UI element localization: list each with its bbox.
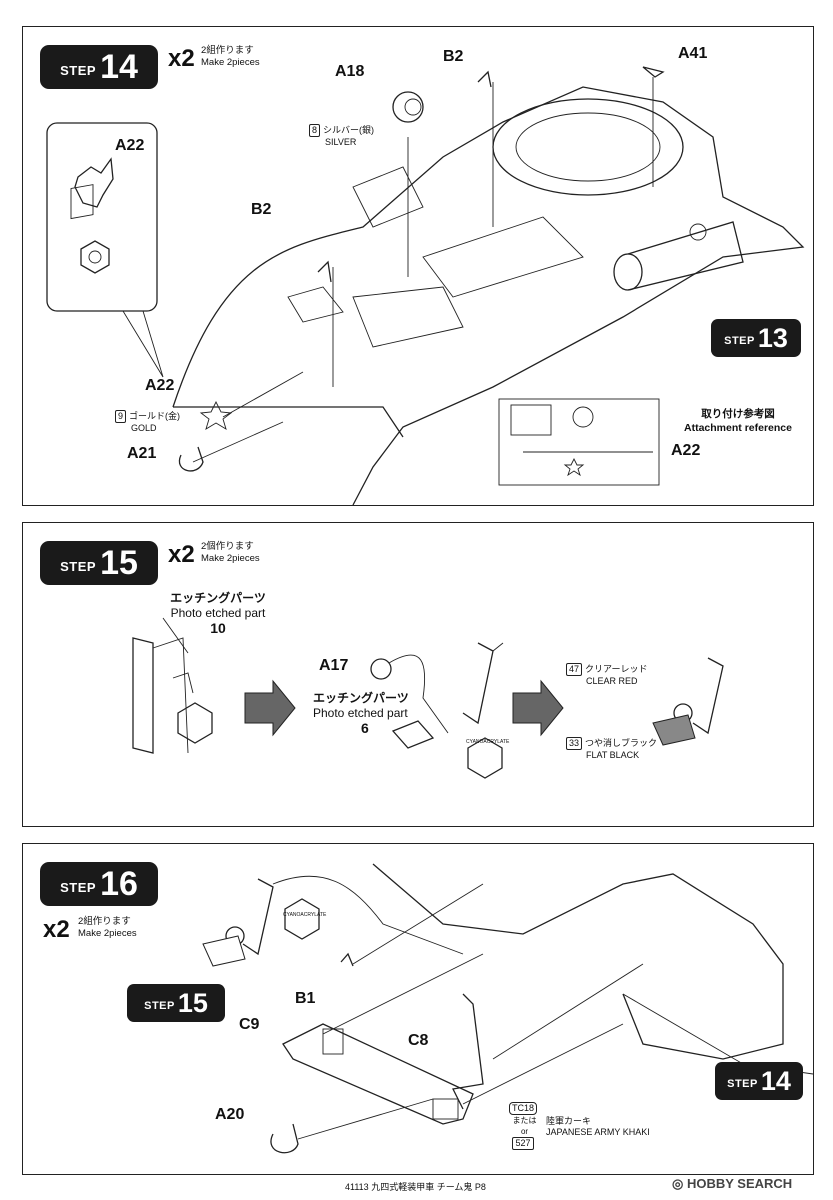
label-a22-inset: A22 [115, 137, 145, 154]
label-c8: C8 [408, 1032, 429, 1049]
label-b2-left: B2 [251, 201, 272, 218]
step-number: 14 [100, 47, 138, 86]
label-a18: A18 [335, 63, 365, 80]
multiplier: x2 [168, 541, 195, 568]
step14-badge: STEP 14 [40, 45, 158, 89]
make-instructions: 2組作ります Make 2pieces [78, 916, 137, 940]
label-b2-top: B2 [443, 48, 464, 65]
step16-badge: STEP 16 [40, 862, 158, 906]
step16-illustration [202, 863, 814, 1154]
label-a22: A22 [145, 377, 175, 394]
paint-khaki: TC18 または or 527 陸軍カーキ JAPANESE ARMY KHAK… [509, 1102, 650, 1150]
step15-illustration [132, 617, 724, 779]
label-a41: A41 [678, 45, 708, 62]
watermark: ◎ HOBBY SEARCH [672, 1176, 792, 1192]
multiplier: x2 [168, 45, 195, 72]
photo-etched-caption-2: エッチングパーツ Photo etched part 6 [313, 691, 453, 736]
make-jp: 2組作ります [78, 916, 131, 927]
make-instructions: 2個作ります Make 2pieces [201, 541, 260, 565]
step-word: STEP [727, 1078, 758, 1090]
paint-number: 9 [115, 410, 127, 423]
paint-en: FLAT BLACK [586, 750, 640, 760]
a22-inset-illustration [46, 66, 805, 506]
step-word: STEP [724, 335, 755, 347]
label-b1: B1 [295, 990, 316, 1007]
paint-number-alt: 527 [512, 1137, 534, 1150]
multiplier: x2 [43, 916, 70, 943]
step13-reference-badge: STEP 13 [711, 319, 801, 357]
label-a17: A17 [319, 657, 349, 674]
paint-en: SILVER [325, 137, 357, 147]
paint-en: GOLD [131, 423, 157, 433]
pe-number: 6 [361, 720, 369, 736]
step-word: STEP [60, 559, 97, 574]
make-jp: 2組作ります [201, 45, 254, 56]
cyanoacrylate-icon-label: CYANOACRYLATE [466, 739, 510, 745]
pe-jp: エッチングパーツ [170, 591, 266, 605]
attachment-reference-caption: 取り付け参考図 Attachment reference [663, 407, 813, 435]
pe-number: 10 [210, 620, 226, 636]
make-jp: 2個作ります [201, 541, 254, 552]
paint-or-jp: または [512, 1116, 537, 1125]
cyanoacrylate-icon-label: CYANOACRYLATE [283, 912, 327, 918]
paint-jp: ゴールド(金) [129, 411, 181, 421]
step15-reference-badge: STEP 15 [127, 984, 225, 1022]
make-instructions: 2組作ります Make 2pieces [201, 45, 260, 69]
paint-number: 47 [566, 663, 583, 676]
paint-en: CLEAR RED [586, 676, 638, 686]
step16-panel: STEP 16 x2 2組作ります Make 2pieces CYANOACRY… [22, 843, 814, 1175]
watermark-logo-icon: ◎ [672, 1176, 684, 1191]
step-number: 14 [760, 1065, 791, 1096]
pe-en: Photo etched part [313, 706, 408, 720]
step14-panel: STEP 14 x2 2組作ります Make 2pieces [22, 26, 814, 506]
step-number: 15 [177, 987, 208, 1018]
make-en: Make 2pieces [201, 57, 260, 68]
make-en: Make 2pieces [201, 553, 260, 564]
attachment-en: Attachment reference [684, 422, 792, 434]
step15-badge: STEP 15 [40, 541, 158, 585]
paint-number: TC18 [509, 1102, 538, 1115]
paint-number: 8 [309, 124, 321, 137]
watermark-text: HOBBY SEARCH [686, 1176, 793, 1191]
step-word: STEP [60, 880, 97, 895]
label-a20: A20 [215, 1106, 245, 1123]
step-number: 13 [757, 322, 788, 353]
paint-number: 33 [566, 737, 583, 750]
step-number: 16 [100, 864, 138, 903]
step-word: STEP [144, 1000, 175, 1012]
step14-reference-badge: STEP 14 [715, 1062, 803, 1100]
label-c9: C9 [239, 1016, 260, 1033]
page-footer: 41113 九四式軽装甲車 チーム鬼 P8 [345, 1182, 486, 1192]
pe-jp: エッチングパーツ [313, 691, 409, 705]
make-en: Make 2pieces [78, 928, 137, 939]
attachment-jp: 取り付け参考図 [701, 408, 775, 420]
paint-jp: シルバー(銀) [323, 125, 375, 135]
step-number: 15 [100, 543, 138, 582]
pe-en: Photo etched part [170, 606, 266, 620]
step-word: STEP [60, 63, 97, 78]
label-a21: A21 [127, 445, 157, 462]
paint-en: JAPANESE ARMY KHAKI [546, 1127, 650, 1137]
paint-jp: 陸軍カーキ [546, 1116, 592, 1126]
photo-etched-caption-1: エッチングパーツ Photo etched part 10 [143, 591, 293, 636]
paint-jp: クリアーレッド [585, 664, 648, 674]
label-a22-ref: A22 [671, 442, 701, 459]
paint-or-en: or [520, 1127, 529, 1136]
step15-panel: STEP 15 x2 2個作ります Make 2pieces エッチングパーツ … [22, 522, 814, 827]
paint-jp: つや消しブラック [585, 738, 658, 748]
